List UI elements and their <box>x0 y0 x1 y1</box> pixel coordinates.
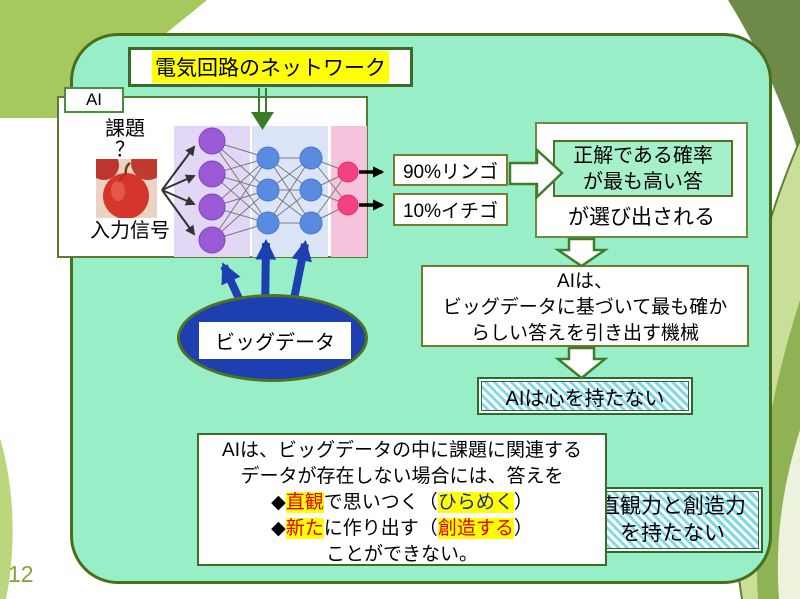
bigdata-ellipse: ビッグデータ <box>177 294 368 382</box>
leaf-bottom-left <box>0 438 13 599</box>
ai-panel-label: AI <box>64 87 124 113</box>
no-intuition-inner: 直観力と創造力 を持たない <box>586 491 759 549</box>
selection-inner-box: 正解である確率 が最も高い答 <box>553 140 733 197</box>
keyword-new: 新た <box>285 518 324 539</box>
bigdata-label: ビッグデータ <box>199 322 351 359</box>
title-box: 電気回路のネットワーク <box>128 47 413 87</box>
keyword-flash: ひらめく <box>437 492 514 513</box>
limitation-line3-end: ） <box>513 492 533 513</box>
leaf-right-inner <box>777 430 800 599</box>
task-question-mark: ？ <box>115 139 135 161</box>
bullet-diamond: ◆ <box>271 492 286 513</box>
no-intuition-line1: 直観力と創造力 <box>599 495 746 518</box>
limitation-box: AIは、ビッグデータの中に課題に関連する データが存在しない場合には、答えを ◆… <box>197 433 607 566</box>
keyword-create: 創造する <box>437 518 514 539</box>
title-text: 電気回路のネットワーク <box>152 51 389 83</box>
result-box-strawberry: 10%イチゴ <box>393 193 508 226</box>
no-intuition-line2: を持たない <box>620 522 725 545</box>
limitation-line3: ◆直観で思いつく（ひらめく） <box>199 490 605 516</box>
corner-leaf-top-right <box>728 0 800 158</box>
machine-line3: らしい答えを引き出す機械 <box>470 323 699 344</box>
no-intuition-box: 直観力と創造力 を持たない <box>582 487 763 553</box>
limitation-line5: ことができない。 <box>325 544 478 565</box>
result-box-apple: 90%リンゴ <box>393 154 508 186</box>
limitation-line4-mid: に作り出す（ <box>323 518 438 539</box>
no-mind-text: AIは心を持たない <box>481 381 689 411</box>
limitation-line2: データが存在しない場合には、答えを <box>240 466 564 487</box>
selection-suffix: が選び出される <box>568 206 715 229</box>
selection-line1: 正解である確率 <box>573 144 713 167</box>
machine-box: AIは、 ビッグデータに基づいて最も確か らしい答えを引き出す機械 <box>421 265 749 347</box>
task-label: 課題 <box>105 118 145 140</box>
keyword-intuition: 直観 <box>285 492 324 513</box>
machine-line1: AIは、 <box>557 271 613 292</box>
limitation-line1: AIは、ビッグデータの中に課題に関連する <box>222 440 582 461</box>
bullet-diamond: ◆ <box>271 518 286 539</box>
limitation-line4-end: ） <box>513 518 533 539</box>
limitation-line4: ◆新たに作り出す（創造する） <box>199 516 605 542</box>
page-number: 12 <box>8 561 34 587</box>
input-signal-label: 入力信号 <box>90 220 170 242</box>
limitation-line3-mid: で思いつく（ <box>323 492 438 513</box>
selection-line2: が最も高い答 <box>583 170 703 193</box>
machine-line2: ビッグデータに基づいて最も確か <box>442 297 728 318</box>
no-mind-box: AIは心を持たない <box>477 377 693 415</box>
